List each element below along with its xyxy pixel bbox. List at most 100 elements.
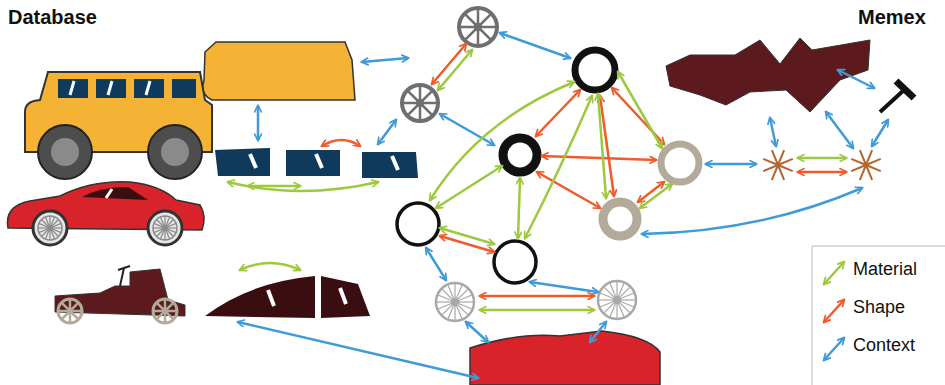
hummer-car bbox=[161, 138, 189, 166]
relation-arrow bbox=[500, 33, 570, 58]
window-part bbox=[340, 288, 346, 304]
sports-car bbox=[148, 211, 182, 245]
wheel-part bbox=[455, 289, 468, 302]
wheel-part bbox=[442, 289, 455, 302]
relation-arrow bbox=[518, 178, 520, 238]
wheel-part bbox=[165, 223, 176, 228]
wheel-part bbox=[420, 103, 433, 116]
legend-box bbox=[812, 246, 945, 385]
hummer-car bbox=[70, 81, 74, 95]
wheel-part bbox=[157, 303, 165, 311]
spoke-part bbox=[763, 165, 778, 171]
sports-car bbox=[82, 187, 148, 200]
window-part bbox=[215, 148, 270, 176]
wheel-part bbox=[70, 311, 78, 319]
wheel-part bbox=[599, 300, 617, 307]
tire-part bbox=[503, 138, 537, 172]
window-part bbox=[205, 148, 418, 318]
relation-arrow bbox=[322, 140, 360, 146]
hammer-part bbox=[880, 81, 914, 112]
wheel-part bbox=[420, 90, 433, 103]
wheel-part bbox=[617, 287, 630, 300]
window-part bbox=[250, 154, 256, 168]
spoke-part bbox=[772, 150, 778, 165]
wheel-part bbox=[165, 228, 170, 239]
legend-box bbox=[812, 246, 945, 385]
relation-arrow bbox=[530, 282, 598, 292]
wheel-part bbox=[39, 228, 50, 233]
hummer-car bbox=[38, 125, 92, 179]
wheel-part bbox=[455, 295, 473, 302]
hammer-part bbox=[896, 81, 914, 98]
wheel-part bbox=[616, 300, 617, 319]
window-part bbox=[321, 276, 370, 318]
wheel-part bbox=[610, 282, 617, 300]
legend-label: Context bbox=[853, 335, 915, 356]
wheel-part bbox=[478, 14, 491, 27]
wheel-part bbox=[436, 283, 474, 321]
wheel-part bbox=[419, 85, 422, 103]
window-part bbox=[286, 150, 340, 176]
wheel-part bbox=[477, 8, 480, 27]
relation-arrow bbox=[238, 322, 478, 378]
tire-part bbox=[575, 50, 615, 90]
hummer-car bbox=[25, 72, 212, 179]
relation-arrow bbox=[640, 184, 672, 208]
relation-arrow bbox=[598, 94, 606, 198]
hummer-car bbox=[134, 79, 164, 98]
wheel-part bbox=[617, 293, 635, 300]
relation-arrow bbox=[240, 263, 300, 270]
relation-arrow bbox=[798, 157, 846, 160]
wheel-part bbox=[477, 27, 480, 46]
tire-part bbox=[494, 241, 536, 283]
vintage-car bbox=[118, 266, 130, 270]
relation-arrow bbox=[440, 114, 494, 145]
wheel-part bbox=[617, 299, 636, 300]
sports-car bbox=[7, 182, 204, 245]
wheel-part bbox=[598, 281, 636, 319]
car-body-part bbox=[203, 42, 355, 100]
vintage-car bbox=[55, 269, 185, 316]
window-part bbox=[392, 156, 398, 170]
wheel-part bbox=[38, 216, 62, 240]
tire-part bbox=[661, 144, 699, 182]
legend-arrow bbox=[824, 300, 844, 322]
relation-arrow bbox=[257, 106, 260, 140]
car-body-part bbox=[470, 331, 660, 385]
wheel-part bbox=[420, 102, 438, 105]
relation-arrow bbox=[440, 228, 494, 244]
wheel-part bbox=[455, 302, 468, 315]
relation-arrow bbox=[466, 322, 488, 342]
relation-arrow bbox=[826, 112, 853, 148]
relation-arrow bbox=[378, 120, 396, 144]
wheel-part bbox=[154, 228, 165, 233]
hummer-car bbox=[58, 79, 88, 98]
spoke-part bbox=[778, 159, 793, 165]
relation-arrow bbox=[872, 120, 888, 146]
spoke-part bbox=[851, 165, 866, 171]
wheel-part bbox=[454, 283, 455, 302]
hummer-car bbox=[108, 81, 112, 95]
sports-car bbox=[106, 189, 112, 198]
wheel-part bbox=[402, 102, 420, 105]
wheel-part bbox=[45, 217, 50, 228]
relation-arrow bbox=[770, 118, 776, 146]
wheel-part bbox=[465, 27, 478, 40]
wheel-part bbox=[62, 311, 70, 319]
wheel-part bbox=[604, 300, 617, 313]
relation-arrow bbox=[248, 185, 300, 188]
wheel-part bbox=[459, 8, 497, 46]
tire-part bbox=[603, 202, 637, 236]
window-part bbox=[362, 152, 418, 178]
section-label: Database bbox=[8, 6, 97, 29]
vintage-car bbox=[55, 266, 185, 316]
spoke-part bbox=[763, 150, 881, 180]
tire-part bbox=[397, 203, 439, 245]
relation-arrow bbox=[590, 322, 606, 342]
hummer-car bbox=[172, 79, 196, 98]
wheel-part bbox=[50, 228, 55, 239]
hammer-part bbox=[880, 90, 904, 112]
spoke-part bbox=[866, 159, 881, 165]
wheel-part bbox=[455, 302, 462, 320]
